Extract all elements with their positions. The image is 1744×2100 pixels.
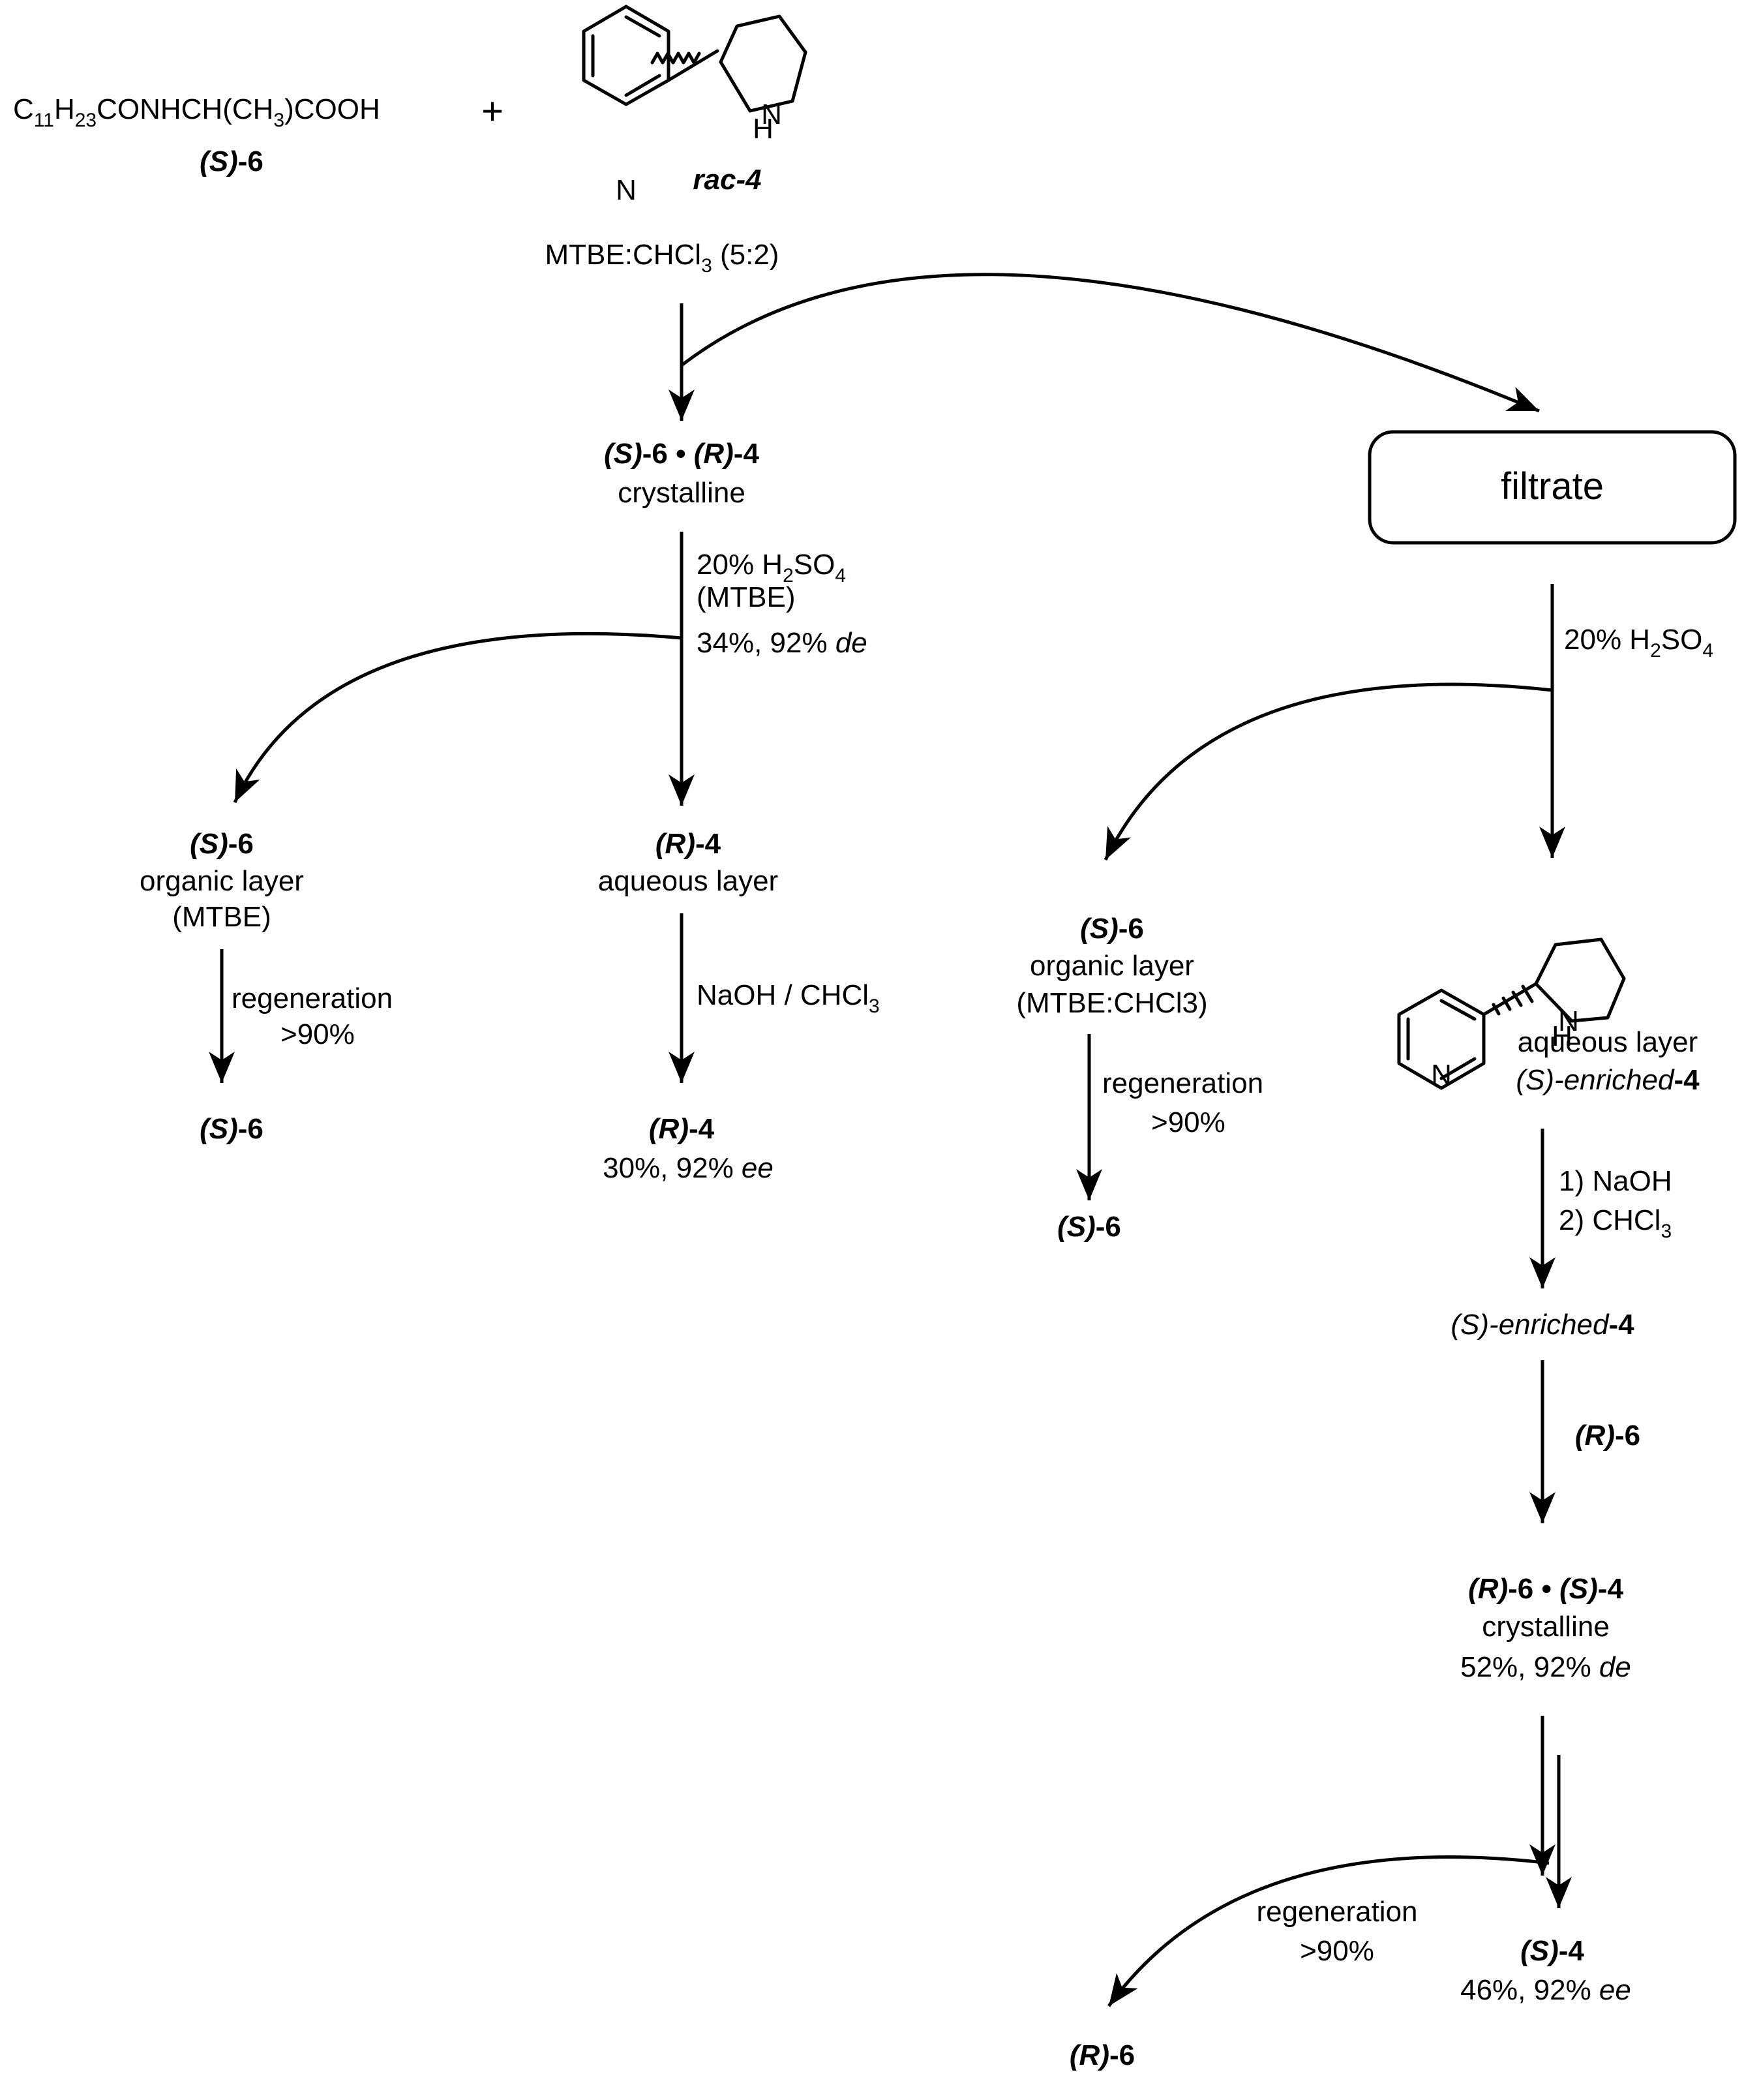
arrow-to-left-org (233, 632, 682, 804)
salt2-label: (R)-6 • (S)-4 (1468, 1573, 1623, 1605)
left-org-product: (S)-6 (200, 1113, 263, 1145)
amine-label: rac-4 (693, 164, 761, 196)
salt1-yield: 34%, 92% de (697, 627, 867, 659)
right-aq-line2: (S)-enriched-4 (1516, 1064, 1700, 1096)
right-aq-step1: 1) NaOH (1559, 1165, 1672, 1197)
right-org-line1: organic layer (1030, 950, 1194, 982)
s-4-structure (1397, 937, 1626, 1090)
s4-pyrrolidine-h: H (1552, 1020, 1572, 1052)
s4-pyrrolidine-n: N (1558, 1005, 1579, 1037)
pyridine-n: N (616, 174, 637, 206)
salt2-state: crystalline (1482, 1611, 1610, 1643)
final-step2: >90% (1300, 1935, 1374, 1967)
left-org-line2: (MTBE) (172, 901, 271, 933)
recovered-agent: (R)-6 (1070, 2039, 1135, 2071)
s4-pyridine-n: N (1431, 1059, 1452, 1091)
left-org-label: (S)-6 (190, 828, 254, 860)
resolving-agent: (R)-6 (1575, 1420, 1640, 1452)
pyrrolidine-n: N (761, 99, 782, 130)
arrow-to-recovered (1107, 1855, 1550, 2007)
right-aq-step2: 2) CHCl3 (1559, 1204, 1672, 1242)
salt1-state: crystalline (618, 477, 745, 509)
right-aq-line1: aqueous layer (1518, 1026, 1698, 1058)
left-aq-line1: aqueous layer (598, 865, 778, 897)
left-aq-step: NaOH / CHCl3 (697, 979, 880, 1017)
left-aq-label: (R)-4 (655, 828, 721, 860)
final-product: (S)-4 (1520, 1935, 1584, 1967)
plus-sign: + (481, 90, 504, 132)
left-org-step2: >90% (280, 1018, 355, 1050)
salt1-reagent-solvent: (MTBE) (697, 581, 796, 613)
right-org-step2: >90% (1151, 1106, 1225, 1138)
final-step1: regeneration (1256, 1896, 1417, 1928)
arrow-to-right-org (1104, 682, 1553, 861)
left-aq-yield: 30%, 92% ee (603, 1152, 774, 1184)
acid-label: (S)-6 (200, 145, 263, 177)
enriched-4-label: (S)-enriched-4 (1451, 1309, 1634, 1341)
pyrrolidine-h: H (753, 113, 774, 145)
right-org-line2: (MTBE:CHCl3) (1016, 987, 1207, 1019)
salt1-label: (S)-6 • (R)-4 (604, 438, 759, 470)
acid-formula: C11H23CONHCH(CH3)COOH (13, 93, 380, 131)
salt1-reagent: 20% H2SO4 (697, 549, 846, 586)
filtrate-box (1368, 430, 1737, 545)
final-yield: 46%, 92% ee (1460, 1974, 1631, 2006)
left-aq-product: (R)-4 (649, 1113, 715, 1145)
rac-4-structure (582, 5, 807, 113)
left-org-step1: regeneration (232, 982, 393, 1014)
left-org-line1: organic layer (140, 865, 304, 897)
filtrate-step: 20% H2SO4 (1564, 624, 1713, 662)
right-org-step1: regeneration (1102, 1067, 1263, 1099)
arrow-to-filtrate (680, 273, 1540, 413)
salt2-yield: 52%, 92% de (1460, 1651, 1631, 1683)
right-org-product: (S)-6 (1057, 1211, 1121, 1243)
solvent-label: MTBE:CHCl3 (5:2) (545, 239, 779, 277)
right-org-label: (S)-6 (1080, 913, 1144, 945)
filtrate-label: filtrate (1501, 465, 1604, 508)
